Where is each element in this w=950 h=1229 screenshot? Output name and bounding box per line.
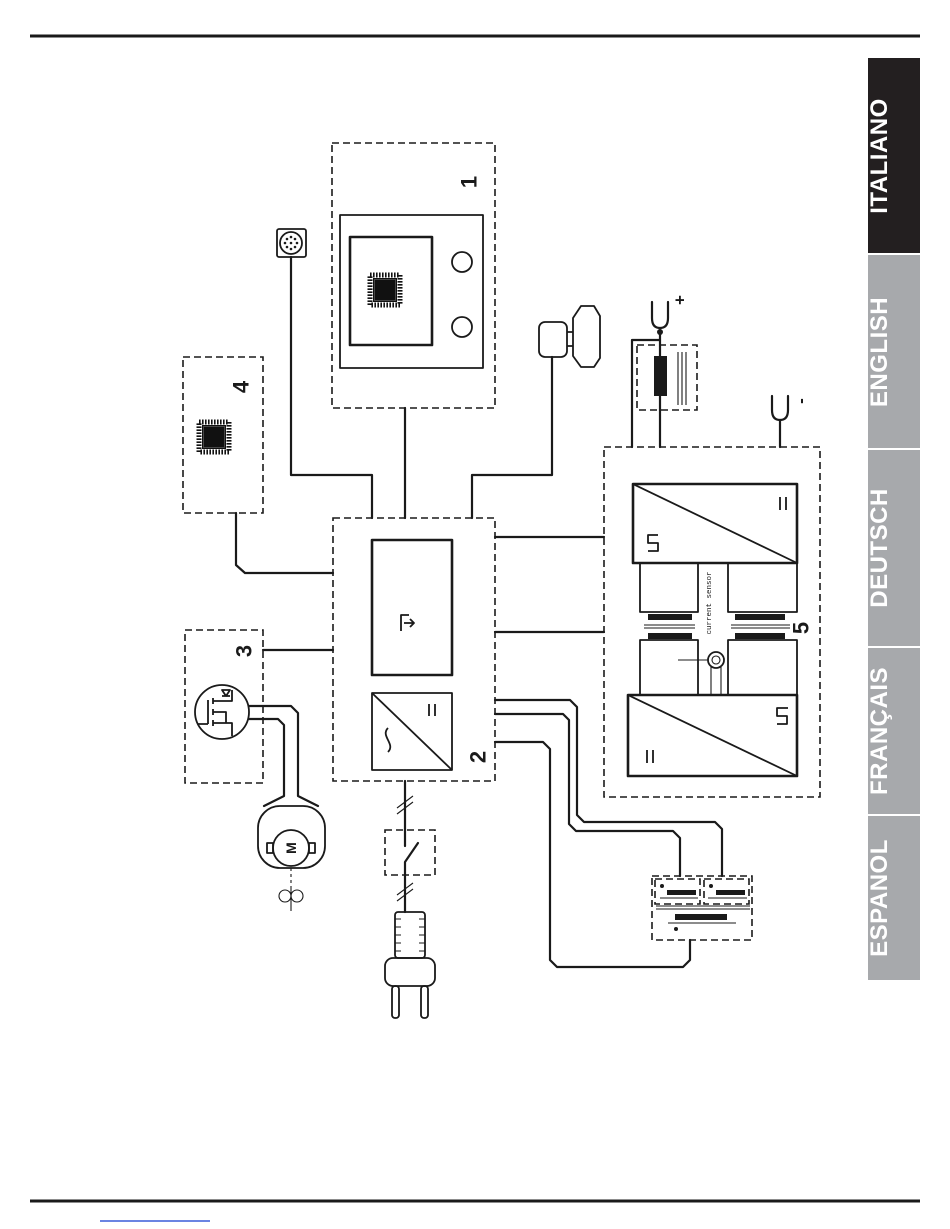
chip-icon (199, 422, 229, 452)
tab-label: DEUTSCH (868, 488, 892, 608)
ac-symbol-icon (386, 728, 391, 752)
inductor-icon (637, 345, 697, 410)
knob-icon (452, 317, 472, 337)
mosfet-icon (195, 685, 249, 739)
tab-francais[interactable]: FRANÇAIS (868, 648, 920, 814)
control-symbol-icon (401, 615, 414, 631)
negative-terminal-icon (772, 396, 788, 420)
tab-italiano[interactable]: ITALIANO (868, 58, 920, 253)
tab-label: ENGLISH (868, 296, 892, 406)
current-sensor-label: current sensor (706, 571, 714, 634)
circular-connector-icon (277, 229, 306, 257)
gas-valve-icon (539, 306, 600, 367)
motor-wire-b (249, 719, 284, 806)
tab-espanol[interactable]: ESPANOL (868, 816, 920, 980)
block-label-1: 1 (457, 176, 482, 188)
current-sensor-icon (678, 652, 724, 695)
gas-valve-wire (472, 357, 552, 518)
tab-english[interactable]: ENGLISH (868, 255, 920, 448)
converter-icon (372, 693, 452, 770)
block-2-power-board: 2 (333, 518, 495, 781)
fan-icon (279, 886, 303, 911)
motor-icon: M (258, 806, 325, 868)
ac-symbol-icon (777, 708, 788, 724)
block-4-wire (236, 513, 333, 573)
switch-icon (385, 830, 435, 875)
dc-symbol-icon (647, 750, 653, 763)
dc-symbol-icon (429, 704, 435, 716)
converter-icon (628, 695, 797, 776)
transformer-icon (644, 614, 790, 639)
positive-sign: + (671, 295, 690, 305)
tab-deutsch[interactable]: DEUTSCH (868, 450, 920, 646)
negative-sign: - (792, 398, 811, 404)
block-1-control-panel: 1 (332, 143, 495, 408)
block-5-inverter: current sensor 5 (604, 447, 820, 797)
knob-icon (452, 252, 472, 272)
transformer-wire-b (495, 714, 680, 876)
block-label-2: 2 (466, 751, 491, 763)
ac-symbol-icon (648, 535, 658, 551)
positive-terminal-icon (652, 302, 668, 328)
motor-label: M (283, 842, 299, 854)
mains-plug-icon (385, 912, 435, 1018)
dc-symbol-icon (780, 497, 786, 510)
block-label-3: 3 (232, 645, 257, 657)
block-2-border (333, 518, 495, 781)
transformer-wire-a (495, 700, 722, 876)
junction-dot (657, 329, 663, 335)
tab-label: ESPANOL (868, 839, 892, 957)
block-label-4: 4 (229, 380, 254, 393)
chip-icon (370, 275, 400, 305)
inverter-links (640, 563, 797, 695)
converter-icon (633, 484, 797, 563)
transformer-icon (652, 876, 752, 940)
block-label-5: 5 (789, 622, 814, 634)
language-tabs: ITALIANO ENGLISH DEUTSCH FRANÇAIS ESPANO… (868, 58, 920, 980)
tab-label: ITALIANO (868, 98, 892, 214)
block-4-module: 4 (183, 357, 263, 513)
control-unit (372, 540, 452, 675)
tab-label: FRANÇAIS (868, 667, 892, 795)
